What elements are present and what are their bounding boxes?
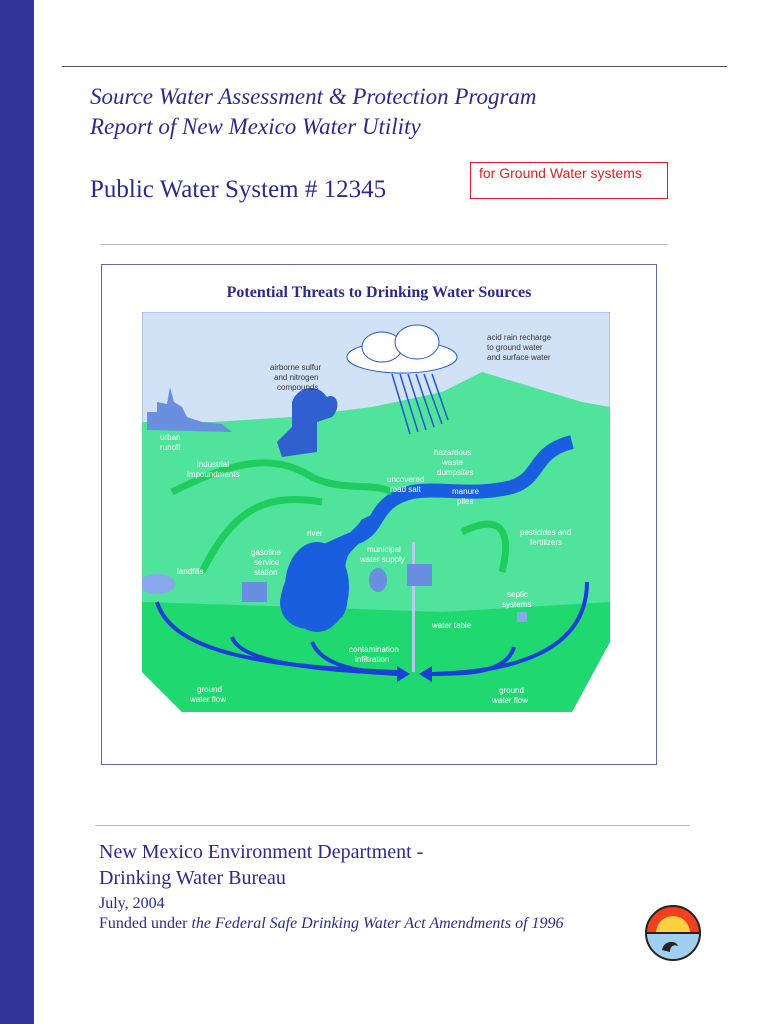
svg-text:waste: waste	[441, 458, 463, 467]
svg-text:municipal: municipal	[367, 545, 401, 554]
svg-text:water flow: water flow	[189, 695, 226, 704]
svg-text:hazardous: hazardous	[434, 448, 471, 457]
figure-title: Potential Threats to Drinking Water Sour…	[226, 284, 532, 301]
cloud-icon	[346, 324, 458, 374]
svg-text:ground: ground	[197, 685, 222, 694]
arrow-head-right	[419, 666, 432, 682]
water-tower-icon	[369, 568, 387, 592]
funding-statement: Funded under the Federal Safe Drinking W…	[99, 915, 564, 933]
svg-text:septic: septic	[507, 590, 528, 599]
city-icon	[147, 387, 232, 432]
report-date: July, 2004	[99, 895, 165, 912]
lake	[285, 542, 349, 632]
arrow-head-left	[397, 666, 410, 682]
gas-station-icon	[242, 582, 267, 602]
footer-divider	[95, 825, 690, 826]
svg-text:and surface water: and surface water	[487, 353, 551, 362]
header-divider	[100, 244, 668, 245]
svg-text:industrial: industrial	[197, 460, 229, 469]
svg-text:infiltration: infiltration	[355, 655, 389, 664]
department-line2: Drinking Water Bureau	[99, 867, 286, 889]
water-well	[412, 542, 415, 672]
threats-figure: Potential Threats to Drinking Water Sour…	[101, 264, 657, 765]
system-type-badge: for Ground Water systems	[470, 162, 668, 199]
svg-text:contamination: contamination	[349, 645, 399, 654]
rain-icon	[391, 373, 449, 435]
svg-text:station: station	[254, 568, 278, 577]
svg-text:gasoline: gasoline	[251, 548, 281, 557]
landfill-icon	[142, 574, 175, 594]
svg-text:water table: water table	[431, 621, 472, 630]
svg-text:and nitrogen: and nitrogen	[274, 373, 318, 382]
svg-text:road salt: road salt	[390, 485, 421, 494]
svg-text:ground: ground	[499, 686, 524, 695]
streams	[170, 459, 510, 574]
svg-text:manure: manure	[452, 487, 480, 496]
svg-text:systems: systems	[502, 600, 531, 609]
department-line1: New Mexico Environment Department -	[99, 841, 424, 863]
svg-text:landfills: landfills	[177, 567, 204, 576]
funding-act: the Federal Safe Drinking Water Act Amen…	[191, 915, 564, 932]
svg-text:impoundments: impoundments	[187, 470, 239, 479]
left-color-bar	[0, 0, 34, 1024]
flow-arrows	[155, 581, 589, 676]
svg-text:runoff: runoff	[160, 443, 181, 452]
svg-text:river: river	[307, 529, 323, 538]
nmed-logo-icon	[645, 905, 701, 961]
septic-tank-icon	[517, 612, 527, 622]
svg-text:uncovered: uncovered	[387, 475, 424, 484]
svg-text:water flow: water flow	[491, 696, 528, 705]
svg-text:water supply: water supply	[359, 555, 405, 564]
ground-layer	[142, 602, 610, 712]
svg-text:airborne sulfur: airborne sulfur	[270, 363, 321, 372]
funding-prefix: Funded under	[99, 915, 192, 932]
public-water-system-number: Public Water System # 12345	[90, 176, 387, 203]
svg-text:to ground water: to ground water	[487, 343, 543, 352]
svg-text:piles: piles	[457, 497, 473, 506]
svg-text:urban: urban	[160, 433, 180, 442]
svg-text:dumpsites: dumpsites	[437, 468, 473, 477]
report-title-line1: Source Water Assessment & Protection Pro…	[90, 84, 537, 109]
svg-text:fertilizers: fertilizers	[530, 538, 562, 547]
top-divider	[62, 66, 727, 67]
svg-text:pesticides and: pesticides and	[520, 528, 571, 537]
svg-text:acid rain recharge: acid rain recharge	[487, 333, 552, 342]
report-title-line2: Report of New Mexico Water Utility	[90, 114, 421, 139]
treatment-plant-icon	[407, 564, 432, 586]
factory-smoke-icon	[277, 387, 338, 457]
svg-text:compounds: compounds	[277, 383, 318, 392]
svg-text:service: service	[254, 558, 280, 567]
